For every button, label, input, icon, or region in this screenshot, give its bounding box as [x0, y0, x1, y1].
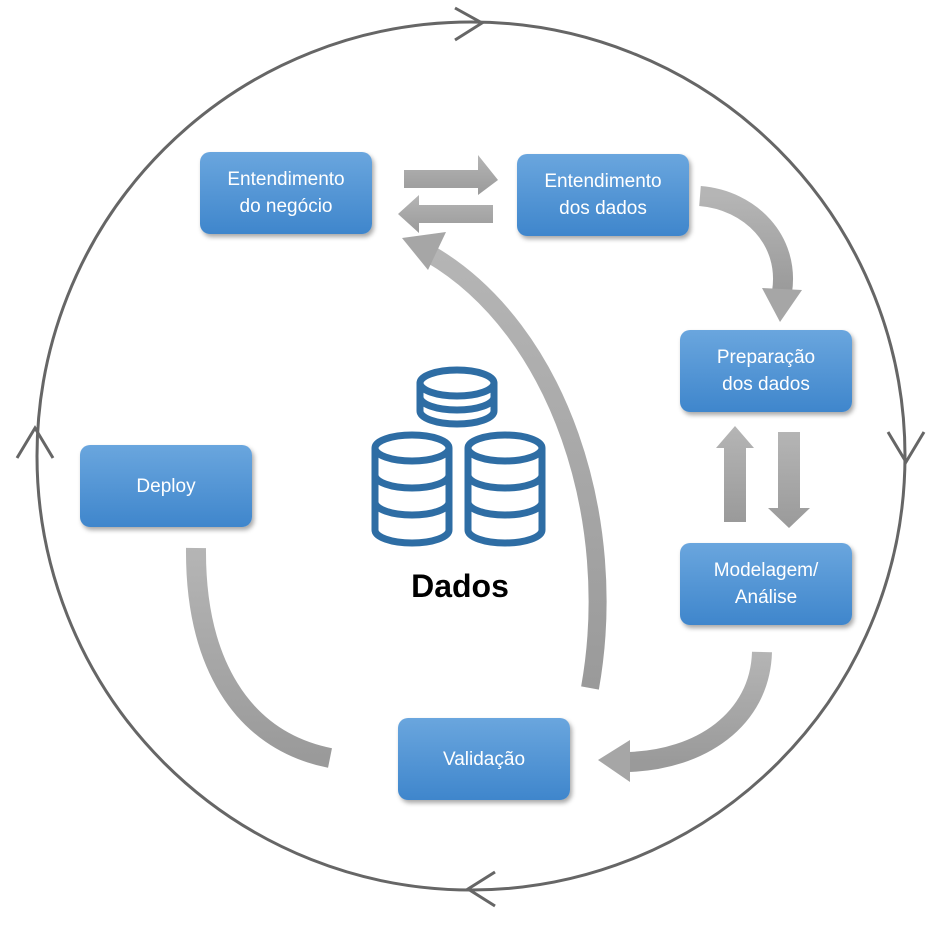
arrow-validation-to-business-head: [402, 232, 446, 270]
step-deploy[interactable]: Deploy: [80, 445, 252, 527]
arrow-data-to-prep-head: [762, 288, 802, 322]
arrow-validation-to-deploy: [185, 547, 333, 768]
arrow-validation-to-business: [425, 246, 607, 690]
step-data-understanding[interactable]: Entendimento dos dados: [517, 154, 689, 236]
cycle-arrowhead-up: [15, 425, 55, 459]
cycle-arrowhead-down: [886, 431, 926, 465]
arrow-model-to-prep: [716, 426, 754, 522]
cycle-arrowhead-right: [454, 6, 485, 42]
arrow-model-to-validation: [627, 651, 772, 772]
arrow-business-to-data: [404, 155, 498, 195]
arrow-data-to-business: [398, 195, 493, 233]
cycle-arrowhead-left: [465, 870, 496, 908]
arrow-model-to-validation-head: [598, 740, 630, 782]
step-business-understanding[interactable]: Entendimento do negócio: [200, 152, 372, 234]
step-data-preparation[interactable]: Preparação dos dados: [680, 330, 852, 412]
arrow-prep-to-model: [768, 432, 810, 528]
step-validation[interactable]: Validação: [398, 718, 570, 800]
step-modeling[interactable]: Modelagem/ Análise: [680, 543, 852, 625]
arrow-data-to-prep: [698, 186, 793, 294]
center-label: Dados: [411, 568, 509, 604]
database-stack-icon: [371, 366, 546, 547]
